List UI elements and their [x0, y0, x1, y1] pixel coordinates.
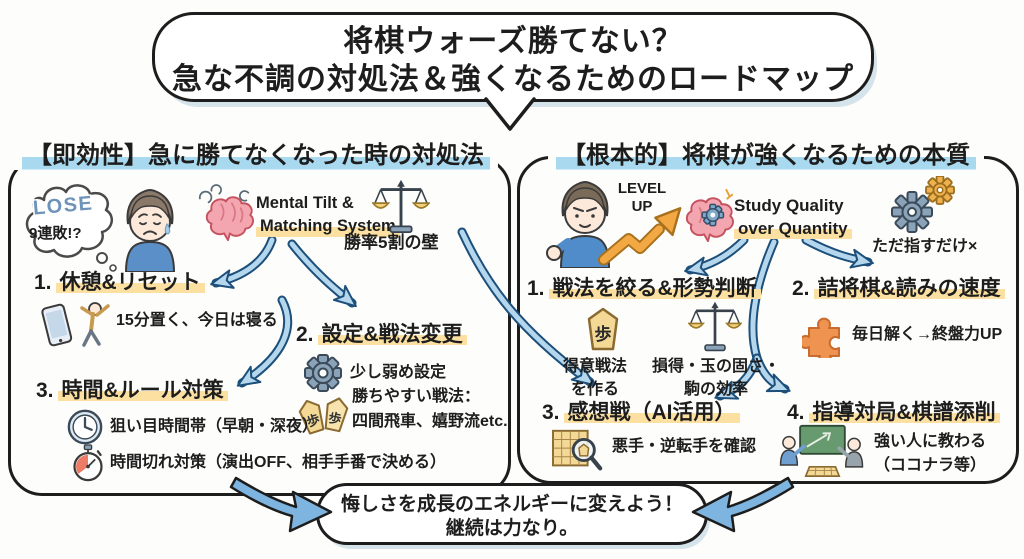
- left-panel-header: 【即効性】急に勝てなくなった時の対処法: [14, 135, 498, 171]
- right-item-3-title: 3.感想戦（AI活用）: [542, 396, 740, 426]
- right-item-2-number: 2.: [792, 277, 810, 300]
- double-gears-icon: [890, 176, 956, 234]
- gear-icon: [302, 352, 344, 394]
- left-item-1-label: 休憩&リセット: [55, 271, 205, 294]
- right-item-4-label: 指導対局&棋譜添削: [808, 401, 1000, 424]
- left-item-1-number: 1.: [34, 271, 52, 294]
- right-panel-header-text: 【根本的】将棋が強くなるための本質: [556, 140, 976, 171]
- mental-line-1: Mental Tilt &: [256, 194, 354, 212]
- right-item-1-label: 戦法を絞る&形勢判断: [548, 277, 761, 300]
- title-line-1: 将棋ウォーズ勝てない？: [343, 25, 683, 58]
- smartphone-stretch-icons: [38, 298, 114, 348]
- level-up-arrow-icon: [598, 202, 684, 266]
- title-line-2: 急な不調の対処法＆強くなるためのロードマップ: [172, 63, 854, 96]
- note-line: 得意戦法: [562, 358, 627, 375]
- left-panel-header-text: 【即効性】急に勝てなくなった時の対処法: [22, 140, 490, 171]
- balance-scale-icon: [372, 176, 430, 238]
- level-up-line-1: LEVEL: [617, 180, 667, 197]
- shogi-pieces-icon: 歩 歩: [298, 392, 350, 440]
- brain-gear-icon: [676, 186, 738, 244]
- bubble-tail: [484, 97, 536, 131]
- right-merge-arrow: [691, 476, 795, 533]
- smartphone-icon: [41, 303, 73, 347]
- note-line: 損得・玉の固さ・: [651, 358, 780, 375]
- stretching-person-icon: [80, 302, 110, 347]
- left-item-1-title: 1.休憩&リセット: [34, 266, 205, 296]
- board-magnifier-icon: [550, 426, 606, 476]
- right-item-3-note: 悪手・逆転手を確認: [612, 438, 757, 455]
- clock-icon: [66, 408, 104, 446]
- note-line: 勝ちやすい戦法：: [352, 388, 481, 405]
- right-item-2-note: 毎日解く→終盤力UP: [852, 326, 1003, 343]
- left-item-3-title: 3.時間&ルール対策: [36, 374, 228, 404]
- note-line: 四間飛車、嬉野流etc.: [352, 413, 508, 430]
- footer-line-2: 継続は力なり。: [445, 518, 579, 539]
- study-quality-label: Study Quality over Quantity: [734, 194, 852, 240]
- right-item-2-label: 詰将棋&読みの速度: [813, 277, 1005, 300]
- left-item-2-label: 設定&戦法変更: [317, 323, 467, 346]
- mental-tilt-label: Mental Tilt & Matching System: [256, 192, 400, 238]
- footer-message-box: 悔しさを成長のエネルギーに変えよう！ 継続は力なり。: [316, 483, 708, 545]
- note-line: （ココナラ等）: [874, 457, 987, 474]
- left-item-2-title: 2.設定&戦法変更: [296, 318, 467, 348]
- left-item-2-number: 2.: [296, 323, 314, 346]
- note-line: 強い人に教わる: [874, 433, 987, 450]
- title-bubble: 将棋ウォーズ勝てない？ 急な不調の対処法＆強くなるためのロードマップ: [152, 12, 874, 102]
- right-item-4-note: 強い人に教わる （ココナラ等）: [874, 430, 986, 478]
- scale-caption: 勝率5割の壁: [344, 233, 439, 252]
- right-item-1-note-2: 損得・玉の固さ・ 駒の効率: [636, 355, 796, 401]
- dizzy-brain-icon: [196, 184, 258, 244]
- svg-text:歩: 歩: [305, 411, 322, 429]
- left-item-2-note-2: 勝ちやすい戦法： 四間飛車、嬉野流etc.: [352, 384, 508, 434]
- study-line-2: over Quantity: [734, 217, 852, 240]
- level-up-line-2: UP: [631, 198, 653, 215]
- left-item-3-number: 3.: [36, 379, 54, 402]
- right-item-2-title: 2.詰将棋&読みの速度: [792, 272, 1005, 302]
- mental-line-2: Matching System: [256, 215, 400, 238]
- puzzle-piece-icon: [802, 312, 848, 358]
- sad-boy-illustration: [106, 180, 194, 272]
- lose-streak: 9連敗!?: [29, 225, 82, 242]
- balance-scale-icon-right: [688, 298, 742, 356]
- right-item-1-number: 1.: [527, 277, 545, 300]
- shogi-piece-icon: 歩: [578, 304, 628, 354]
- svg-text:歩: 歩: [595, 324, 612, 344]
- right-item-3-label: 感想戦（AI活用）: [563, 401, 740, 424]
- right-item-1-note-1: 得意戦法 を作る: [540, 355, 650, 401]
- teaching-board-icon: [776, 424, 868, 478]
- stopwatch-icon: [70, 442, 106, 484]
- right-panel-header: 【根本的】将棋が強くなるための本質: [548, 135, 984, 171]
- right-item-3-number: 3.: [542, 401, 560, 424]
- right-item-4-number: 4.: [787, 401, 805, 424]
- left-item-1-note: 15分置く、今日は寝る: [116, 312, 278, 329]
- left-item-3-note-1: 狙い目時間帯（早朝・深夜）: [110, 418, 319, 435]
- left-item-3-label: 時間&ルール対策: [57, 379, 228, 402]
- gears-caption: ただ指すだけ×: [872, 238, 978, 255]
- footer-line-1: 悔しさを成長のエネルギーに変えよう！: [340, 494, 683, 515]
- left-item-2-note-1: 少し弱め設定: [350, 364, 447, 381]
- svg-text:歩: 歩: [327, 410, 343, 427]
- study-line-1: Study Quality: [734, 196, 844, 215]
- right-item-4-title: 4.指導対局&棋譜添削: [787, 396, 1000, 426]
- level-up-label: LEVEL UP: [612, 180, 672, 216]
- thought-cloud: [14, 176, 118, 272]
- left-item-3-note-2: 時間切れ対策（演出OFF、相手手番で決める）: [110, 454, 446, 471]
